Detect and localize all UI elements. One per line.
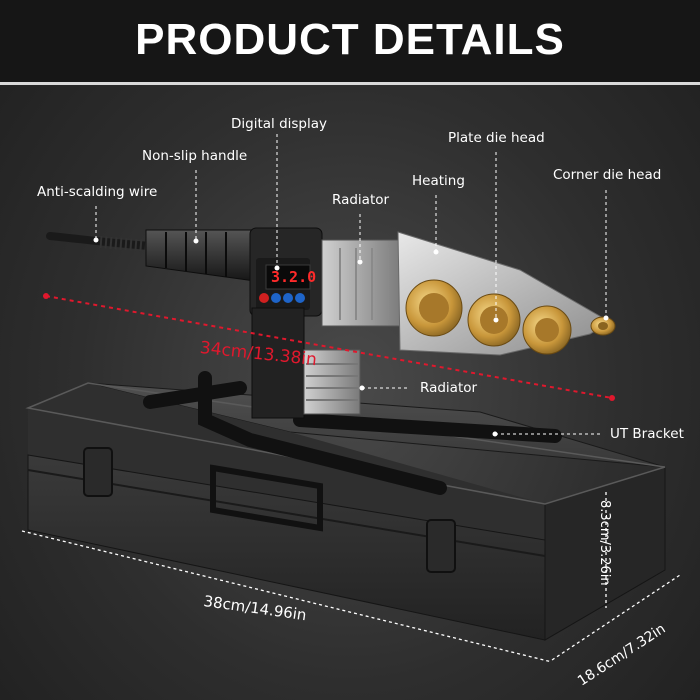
up-button-icon	[283, 293, 293, 303]
down-button-icon	[295, 293, 305, 303]
title-banner: PRODUCT DETAILS	[0, 0, 700, 82]
case-lid-band	[28, 383, 545, 540]
label-heating: Heating	[412, 173, 465, 189]
callout-dots	[93, 237, 609, 437]
label-non-slip-handle: Non-slip handle	[142, 148, 248, 164]
case-height-label: 8.3cm/3.26in	[597, 500, 612, 586]
page-title: PRODUCT DETAILS	[135, 15, 565, 64]
power-button-icon	[259, 293, 269, 303]
case-depth-line	[551, 574, 681, 661]
temperature-readout: 3.2.0	[271, 268, 317, 286]
welder-machine	[46, 227, 616, 419]
label-radiator-side: Radiator	[420, 380, 478, 396]
machine-length-measure	[43, 293, 615, 401]
case-latch-right	[426, 519, 456, 573]
case-handle	[210, 464, 323, 532]
title-divider	[0, 82, 700, 85]
case-seam	[27, 469, 546, 557]
upper-radiator	[321, 239, 403, 327]
callout-leaders	[95, 134, 607, 435]
label-radiator-top: Radiator	[332, 192, 390, 208]
label-anti-scalding-wire: Anti-scalding wire	[37, 184, 158, 200]
case-latch-left	[83, 447, 113, 497]
label-corner-die-head: Corner die head	[553, 167, 662, 183]
power-cable	[46, 232, 154, 250]
lower-radiator	[303, 349, 361, 415]
temperature-button-icon	[271, 293, 281, 303]
label-plate-die-head: Plate die head	[448, 130, 545, 146]
machine-column	[251, 307, 305, 419]
label-digital-display: Digital display	[231, 116, 328, 132]
ut-bracket-stand	[143, 371, 562, 495]
case-length-line	[21, 530, 553, 663]
case-dimension-lines	[21, 492, 681, 663]
handle-grip	[145, 229, 263, 283]
label-ut-bracket: UT Bracket	[610, 426, 684, 442]
corner-die-head	[590, 316, 616, 336]
